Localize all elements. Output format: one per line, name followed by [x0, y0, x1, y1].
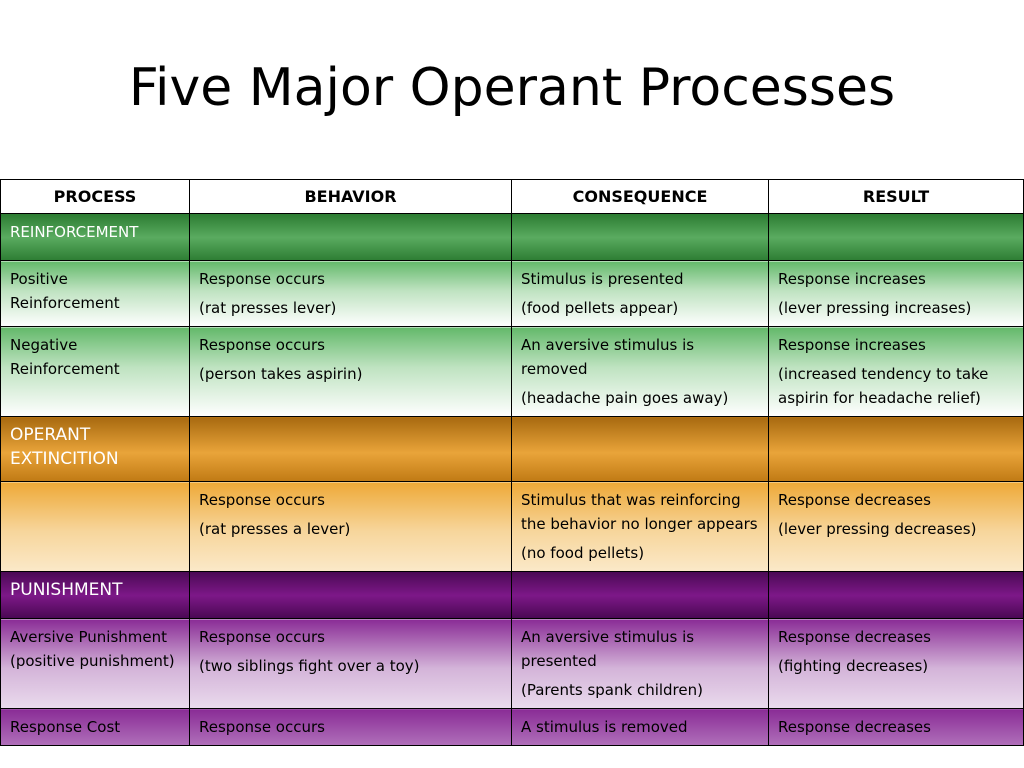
section-label: REINFORCEMENT: [0, 213, 190, 261]
section-label: OPERANT EXTINCITION: [0, 416, 190, 482]
section-label: PUNISHMENT: [0, 571, 190, 619]
result-cell: Response increases (increased tendency to…: [768, 326, 1024, 417]
consequence-cell: An aversive stimulus is presented (Parent…: [511, 618, 769, 709]
empty-cell: [768, 213, 1024, 261]
process-text: Response Cost: [10, 718, 121, 736]
empty-cell: [511, 571, 769, 619]
empty-cell: [511, 213, 769, 261]
process-cell: Response Cost: [0, 708, 190, 746]
cell-text: (two siblings fight over a toy): [199, 657, 420, 675]
empty-cell: [189, 213, 512, 261]
result-cell: Response increases (lever pressing increa…: [768, 260, 1024, 327]
header-consequence: CONSEQUENCE: [511, 179, 769, 214]
behavior-cell: Response occurs (rat presses a lever): [189, 481, 512, 572]
cell-text: Response increases: [778, 336, 926, 354]
slide-title: Five Major Operant Processes: [128, 58, 896, 118]
section-header-punishment: PUNISHMENT: [0, 571, 1024, 619]
cell-text: An aversive stimulus is removed: [521, 336, 695, 378]
behavior-cell: Response occurs (person takes aspirin): [189, 326, 512, 417]
process-cell: Aversive Punishment (positive punishment…: [0, 618, 190, 709]
cell-text: (Parents spank children): [521, 681, 703, 699]
cell-text: Response increases: [778, 270, 926, 288]
consequence-cell: Stimulus that was reinforcing the behavi…: [511, 481, 769, 572]
cell-text: (rat presses a lever): [199, 520, 351, 538]
result-cell: Response decreases (lever pressing decrea…: [768, 481, 1024, 572]
header-row: PROCESS BEHAVIOR CONSEQUENCE RESULT: [0, 179, 1024, 214]
cell-text: Response occurs: [199, 491, 325, 509]
cell-text: Response occurs: [199, 270, 325, 288]
cell-text: Response occurs: [199, 628, 325, 646]
cell-text: Stimulus is presented: [521, 270, 684, 288]
process-text: Reinforcement: [10, 360, 120, 378]
empty-cell: [189, 571, 512, 619]
cell-text: (lever pressing decreases): [778, 520, 977, 538]
process-text: Negative: [10, 336, 78, 354]
cell-text: Response occurs: [199, 718, 325, 736]
table-row: Aversive Punishment (positive punishment…: [0, 618, 1024, 709]
empty-cell: [189, 416, 512, 482]
consequence-cell: An aversive stimulus is removed (headache…: [511, 326, 769, 417]
cell-text: (headache pain goes away): [521, 389, 729, 407]
cell-text: Response decreases: [778, 628, 931, 646]
cell-text: (increased tendency to take aspirin for …: [778, 365, 989, 407]
process-cell: [0, 481, 190, 572]
behavior-cell: Response occurs (rat presses lever): [189, 260, 512, 327]
cell-text: (fighting decreases): [778, 657, 929, 675]
cell-text: (lever pressing increases): [778, 299, 972, 317]
cell-text: An aversive stimulus is presented: [521, 628, 695, 670]
cell-text: Stimulus that was reinforcing the behavi…: [521, 491, 758, 533]
behavior-cell: Response occurs: [189, 708, 512, 746]
empty-cell: [768, 571, 1024, 619]
cell-text: (person takes aspirin): [199, 365, 363, 383]
header-behavior: BEHAVIOR: [189, 179, 512, 214]
operant-processes-table: PROCESS BEHAVIOR CONSEQUENCE RESULT REIN…: [0, 179, 1024, 746]
section-header-extinction: OPERANT EXTINCITION: [0, 416, 1024, 482]
cell-text: Response decreases: [778, 491, 931, 509]
process-text: Positive: [10, 270, 68, 288]
result-cell: Response decreases (fighting decreases): [768, 618, 1024, 709]
table-row: Response Cost Response occurs A stimulus…: [0, 708, 1024, 746]
header-process: PROCESS: [0, 179, 190, 214]
empty-cell: [511, 416, 769, 482]
section-header-reinforcement: REINFORCEMENT: [0, 213, 1024, 261]
cell-text: (food pellets appear): [521, 299, 679, 317]
consequence-cell: A stimulus is removed: [511, 708, 769, 746]
header-result: RESULT: [768, 179, 1024, 214]
table-row: Response occurs (rat presses a lever) Sti…: [0, 481, 1024, 572]
consequence-cell: Stimulus is presented (food pellets appea…: [511, 260, 769, 327]
cell-text: A stimulus is removed: [521, 718, 688, 736]
cell-text: Response occurs: [199, 336, 325, 354]
result-cell: Response decreases: [768, 708, 1024, 746]
empty-cell: [768, 416, 1024, 482]
process-text: Reinforcement: [10, 294, 120, 312]
cell-text: (no food pellets): [521, 544, 645, 562]
cell-text: Response decreases: [778, 718, 931, 736]
behavior-cell: Response occurs (two siblings fight over …: [189, 618, 512, 709]
cell-text: (rat presses lever): [199, 299, 337, 317]
process-text: Aversive Punishment (positive punishment…: [10, 628, 175, 670]
